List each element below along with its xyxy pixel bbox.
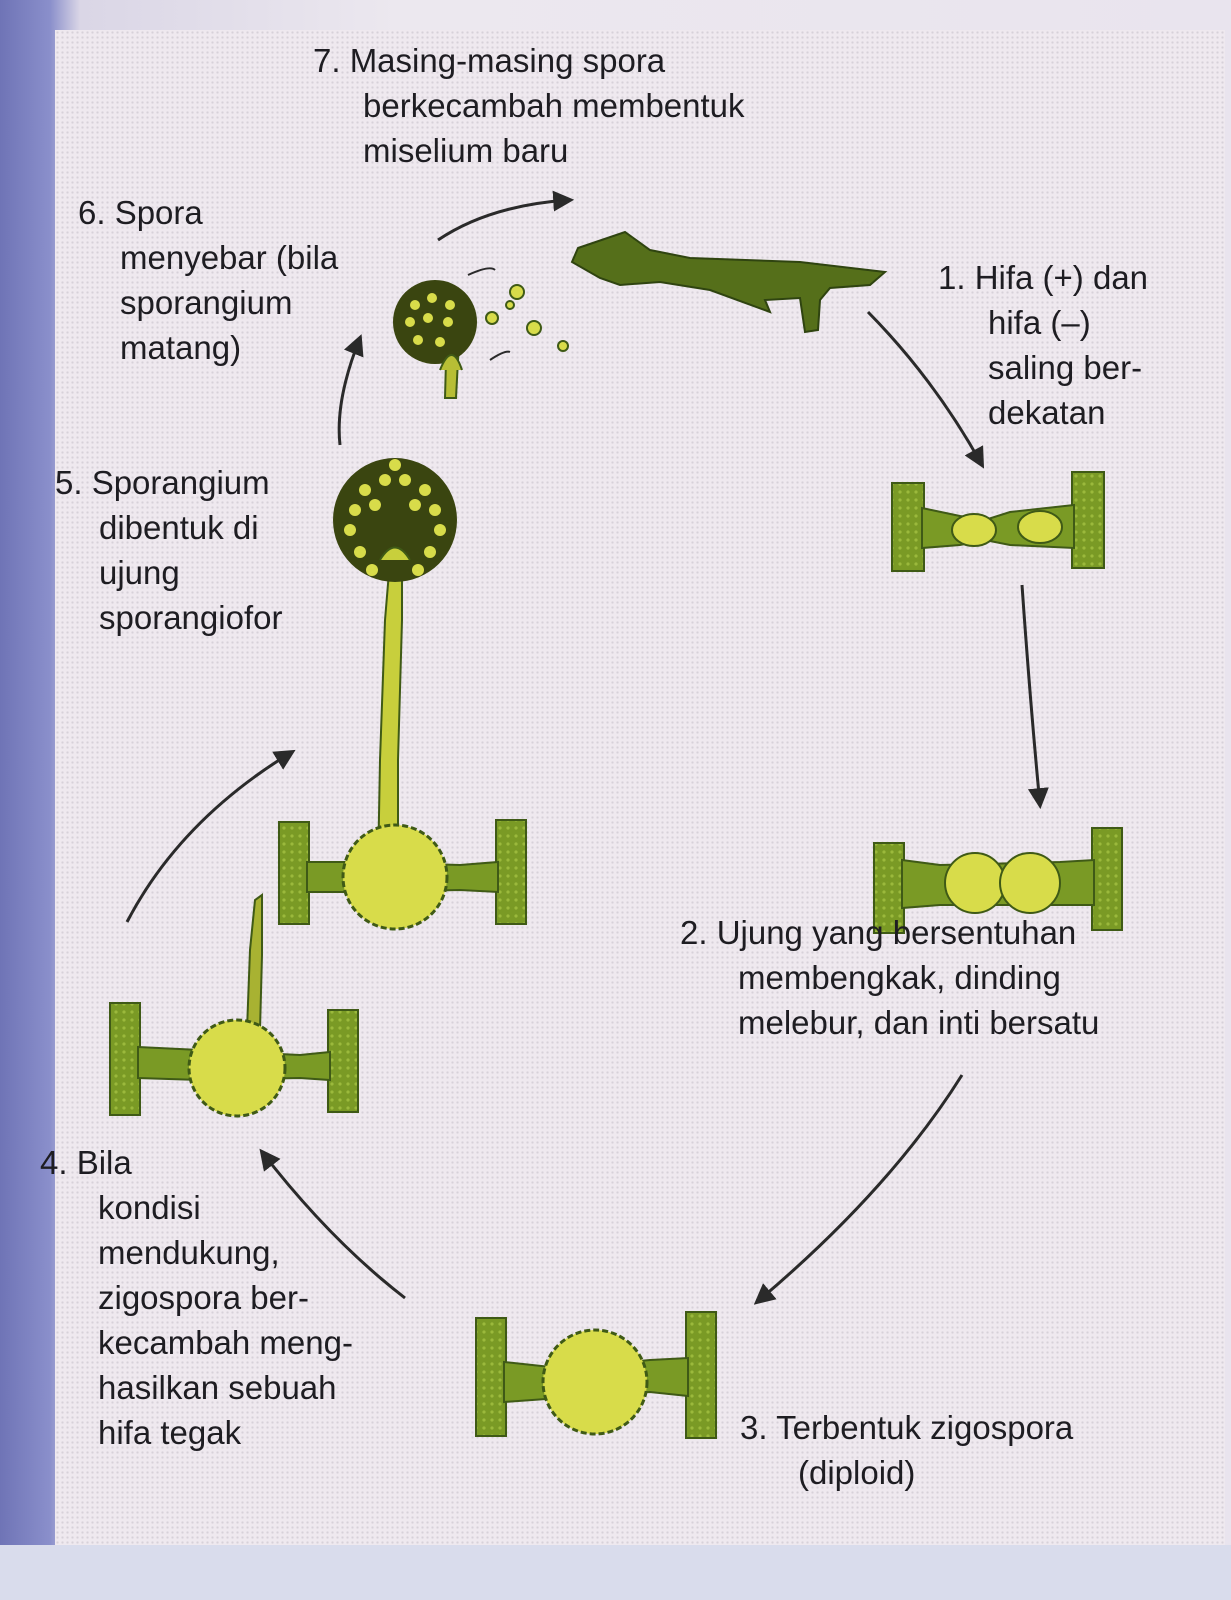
arrow-1-to-2: [866, 310, 985, 469]
caption-step-3: 3. Terbentuk zigospora (diploid): [740, 1405, 1073, 1495]
caption-line: saling ber-: [988, 349, 1143, 386]
caption-line: hifa (–): [988, 304, 1091, 341]
caption-line: dekatan: [988, 394, 1106, 431]
caption-line: zigospora ber-: [98, 1279, 309, 1316]
caption-line: kecambah meng-: [98, 1324, 353, 1361]
arrow-7-to-1: [437, 190, 575, 242]
caption-line: 4. Bila: [40, 1144, 132, 1181]
stage-1-hyphae: [570, 230, 888, 334]
caption-step-7: 7. Masing-masing spora berkecambah membe…: [313, 38, 745, 173]
arrow-3-to-4: [753, 1074, 964, 1305]
stage-3-zygospore: [475, 1311, 717, 1439]
stage-2a-touching-tips: [891, 471, 1105, 572]
caption-line: sporangiofor: [99, 599, 283, 636]
page-bottom-strip: [0, 1545, 1231, 1600]
caption-line: matang): [120, 329, 242, 366]
stage-2b-swollen-gametangia: [873, 827, 1123, 934]
caption-line: ujung: [99, 554, 180, 591]
caption-step-4: 4. Bila kondisi mendukung, zigospora ber…: [40, 1140, 353, 1455]
caption-line: 7. Masing-masing spora: [313, 42, 666, 79]
caption-step-2: 2. Ujung yang bersentuhan membengkak, di…: [680, 910, 1099, 1045]
caption-line: membengkak, dinding: [738, 959, 1061, 996]
arrow-6-to-7: [337, 334, 364, 446]
caption-line: 2. Ujung yang bersentuhan: [680, 914, 1077, 951]
caption-step-5: 5. Sporangium dibentuk di ujung sporangi…: [55, 460, 282, 640]
cycle-arrows: [125, 190, 1049, 1305]
caption-line: mendukung,: [98, 1234, 280, 1271]
caption-line: 3. Terbentuk zigospora: [740, 1409, 1074, 1446]
caption-line: berkecambah membentuk: [363, 87, 745, 124]
caption-line: menyebar (bila: [120, 239, 339, 276]
caption-step-6: 6. Spora menyebar (bila sporangium matan…: [78, 190, 338, 370]
stage-4-germinating-zygospore: [109, 893, 359, 1118]
caption-line: (diploid): [798, 1454, 916, 1491]
stage-6-spore-dispersal: [393, 267, 569, 399]
caption-line: hifa tegak: [98, 1414, 242, 1451]
caption-line: melebur, dan inti bersatu: [738, 1004, 1100, 1041]
stage-5-sporangium: [278, 458, 527, 931]
arrow-2-to-3: [1020, 584, 1049, 810]
arrow-5-to-6: [125, 749, 296, 923]
caption-line: 1. Hifa (+) dan: [938, 259, 1149, 296]
caption-line: sporangium: [120, 284, 293, 321]
caption-step-1: 1. Hifa (+) dan hifa (–) saling ber- dek…: [938, 255, 1148, 435]
caption-line: miselium baru: [363, 132, 569, 169]
caption-line: hasilkan sebuah: [98, 1369, 337, 1406]
caption-line: dibentuk di: [99, 509, 259, 546]
arrow-4-to-5: [259, 1148, 406, 1300]
caption-line: 5. Sporangium: [55, 464, 270, 501]
caption-line: kondisi: [98, 1189, 201, 1226]
caption-line: 6. Spora: [78, 194, 203, 231]
